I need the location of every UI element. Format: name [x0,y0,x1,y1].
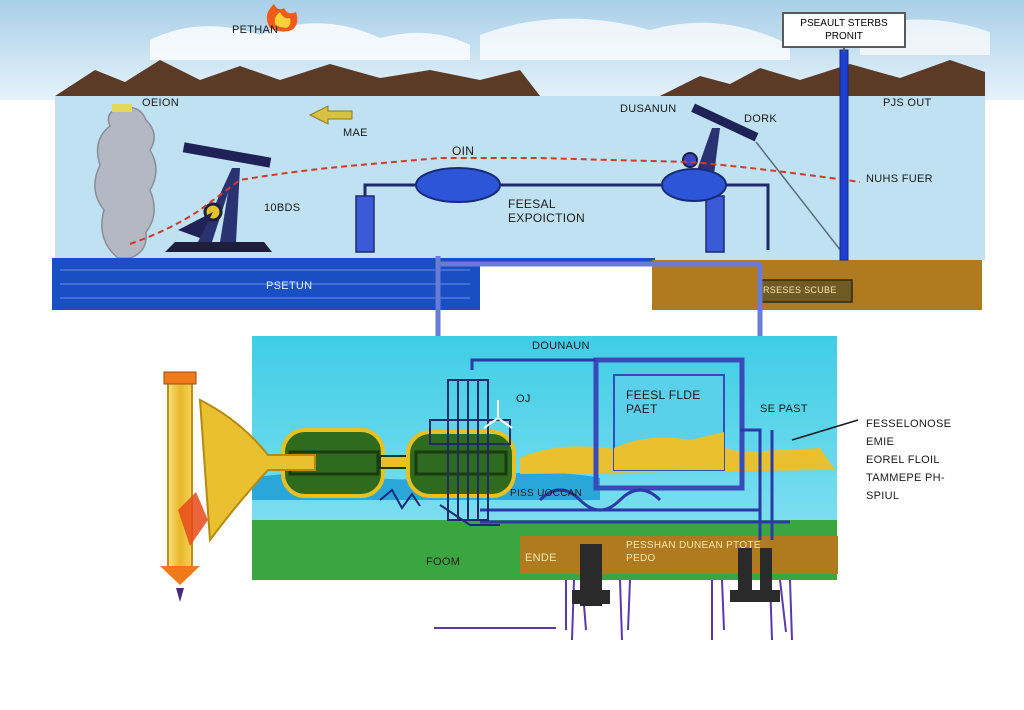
well-heads [572,544,780,606]
side-note-5: SPIUL [866,490,900,502]
tower-pipe [839,49,849,261]
side-note-4: TAMMEPE PH- [866,472,945,484]
label-pump-right-2: DORK [744,113,777,125]
label-facility: FEESAL EXPOICTION [508,197,586,225]
side-note-2: EMIE [866,436,895,448]
tank-icon [415,167,501,203]
drill-bit-icon [160,371,316,602]
callout-line [791,419,859,441]
label-brown-1: ENDE [525,552,557,564]
wellhead [112,104,132,112]
sign-line-2: PRONIT [825,31,863,42]
inner-box [593,357,745,491]
label-mid-panel: PISS UOCCAN [510,488,583,499]
smoke-plume [94,106,157,259]
label-pump-right: DUSANUN [620,103,677,115]
arrow-icon [308,105,353,125]
sea-edge [480,258,655,264]
label-side-tag: SE PAST [760,403,808,415]
label-plant-title: DOUNAUN [532,340,590,352]
pumpjack-icon [165,142,272,252]
storage-sea [52,258,480,310]
riser-left [355,195,375,253]
fan-icon [483,400,513,429]
label-brown-2: PESSHAN DUNEAN PTOTE PEDO [626,540,761,564]
inner-sand [614,432,724,470]
label-oil-flow: OIN [452,144,475,158]
processing-tower [429,379,511,526]
mountains [55,60,985,96]
label-flare: NUHS FUER [866,173,933,185]
info-sign: PSEAULT STERBS PRONIT [782,12,906,48]
label-valve: 10BDS [264,202,301,214]
side-note-1: FESSELONOSE [866,418,952,430]
label-storage: PSETUN [266,280,313,292]
riser-right [705,195,725,253]
label-fire: PETHAN [232,24,279,36]
sign-line-1: PSEAULT STERBS [800,18,888,29]
brown-panel [520,536,838,574]
label-arrow: MAE [343,127,368,139]
oil-flow-line [129,157,861,245]
label-oil-marker: OJ [516,393,531,405]
label-foom: FOOM [426,556,461,568]
wave-line [379,488,421,510]
label-inner-box: FEESL FLDE PAET [626,388,701,416]
fire-icon [266,4,298,32]
side-note-3: EOREL FLOIL [866,454,940,466]
guy-wire [755,141,846,257]
plant-pipes [470,358,790,540]
separator-tank [661,168,727,202]
label-well: OEION [142,97,179,109]
label-outlet: PJS OUT [883,97,932,109]
label-soil-panel: RSESES SCUBE [763,285,837,295]
